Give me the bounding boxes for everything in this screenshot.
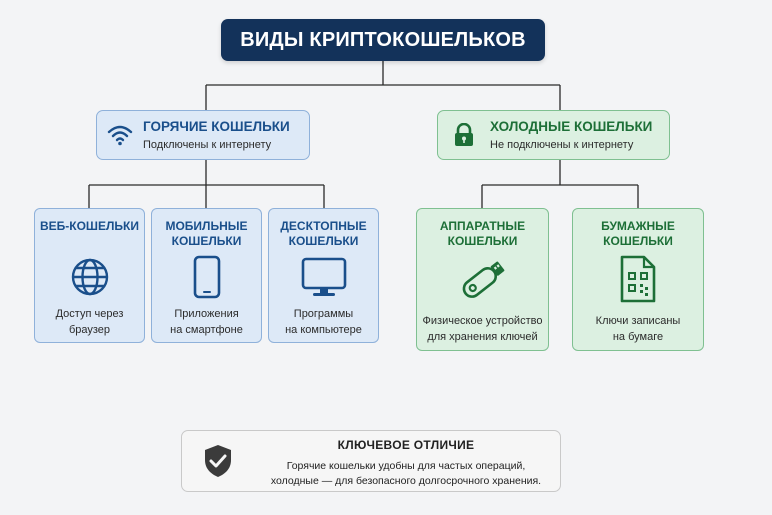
smartphone-icon [152,255,261,299]
hot-wallets-title: ГОРЯЧИЕ КОШЕЛЬКИ [143,119,290,134]
hot-wallets-node: ГОРЯЧИЕ КОШЕЛЬКИ Подключены к интернету [96,110,310,160]
cold-wallets-subtitle: Не подключены к интернету [490,139,634,151]
card-title: ДЕСКТОПНЫЕ [280,219,367,233]
card-description-line: на бумаге [612,331,664,343]
card-description-line: Приложения [174,308,239,320]
cold-wallets-title: ХОЛОДНЫЕ КОШЕЛЬКИ [490,119,653,134]
cold-wallets-node: ХОЛОДНЫЕ КОШЕЛЬКИ Не подключены к интерн… [437,110,670,160]
paper-wallets-card: БУМАЖНЫЕ КОШЕЛЬКИ Ключи записаны н [572,208,704,351]
card-description-line: на компьютере [285,324,362,336]
card-description-line: на смартфоне [170,324,243,336]
card-description-line: Программы [293,308,354,320]
usb-key-icon [417,257,548,303]
card-title: МОБИЛЬНЫЕ [165,219,248,233]
card-description-line: Физическое устройство [422,315,543,327]
card-title: КОШЕЛЬКИ [171,234,242,248]
card-title: АППАРАТНЫЕ [439,219,526,233]
monitor-icon [269,257,378,299]
card-description-line: Доступ через [55,308,124,320]
card-title: КОШЕЛЬКИ [603,234,673,248]
card-description-line: Ключи записаны [595,315,681,327]
desktop-wallets-card: ДЕСКТОПНЫЕ КОШЕЛЬКИ Программы на компьют… [268,208,379,343]
globe-icon [35,257,144,297]
shield-check-icon [202,443,234,484]
card-title: ВЕБ-КОШЕЛЬКИ [39,219,139,233]
wifi-icon [97,124,143,146]
hardware-wallets-card: АППАРАТНЫЕ КОШЕЛЬКИ Физическое устройств… [416,208,549,351]
hot-wallets-subtitle: Подключены к интернету [143,139,272,151]
key-difference-text: Горячие кошельки удобны для частых опера… [286,460,526,472]
card-description-line: для хранения ключей [427,331,538,343]
qr-document-icon [573,255,703,303]
card-description-line: браузер [68,324,111,336]
diagram-title: ВИДЫ КРИПТОКОШЕЛЬКОВ [221,19,545,61]
key-difference-title: КЛЮЧЕВОЕ ОТЛИЧИЕ [337,438,475,452]
mobile-wallets-card: МОБИЛЬНЫЕ КОШЕЛЬКИ Приложения на смартфо… [151,208,262,343]
card-title: КОШЕЛЬКИ [447,234,518,248]
card-title: КОШЕЛЬКИ [288,234,359,248]
lock-icon [438,123,490,147]
key-difference-text: холодные — для безопасного долгосрочного… [270,475,542,487]
key-difference-box: КЛЮЧЕВОЕ ОТЛИЧИЕ Горячие кошельки удобны… [181,430,561,492]
web-wallets-card: ВЕБ-КОШЕЛЬКИ Доступ через браузер [34,208,145,343]
card-title: БУМАЖНЫЕ [601,219,675,233]
